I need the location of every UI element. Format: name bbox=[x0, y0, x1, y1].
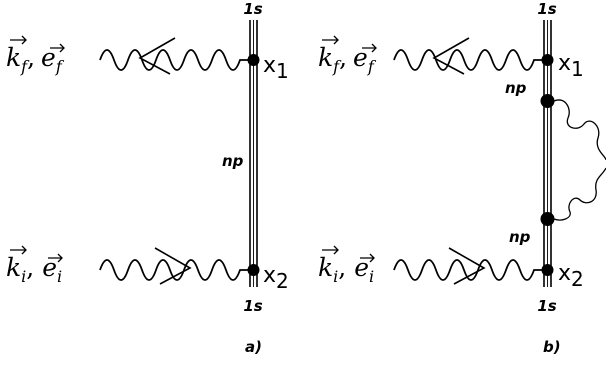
outgoing-photon-arrow-b bbox=[432, 37, 470, 75]
outgoing-photon-arrow bbox=[138, 37, 176, 75]
vertex-x2-dot-a bbox=[247, 264, 260, 276]
incoming-photon-label-b: ki,ei bbox=[318, 253, 374, 286]
outgoing-photon-label-b: kf,ef bbox=[318, 43, 377, 76]
diagram-b: 1s 1s np np x1 x2 kf,ef ki,ei b) bbox=[318, 0, 606, 356]
vector-arrow-ei-b bbox=[360, 253, 375, 263]
diagram-a: 1s 1s np x1 x2 kf,ef ki,ei a) bbox=[6, 0, 289, 356]
vertex-x2-label-b: x2 bbox=[558, 261, 584, 291]
vector-arrow-ef-b bbox=[362, 43, 377, 53]
incoming-photon-arrow bbox=[154, 247, 192, 285]
self-energy-vertex-upper bbox=[540, 94, 555, 108]
intermediate-state-label-upper-b: np bbox=[505, 79, 527, 97]
caption-a: a) bbox=[245, 338, 262, 356]
top-state-label-a: 1s bbox=[243, 0, 262, 18]
intermediate-state-label-a: np bbox=[222, 152, 244, 170]
vertex-x2-dot-b bbox=[541, 264, 554, 276]
vector-arrow-ki-b bbox=[322, 245, 339, 255]
incoming-photon-arrow-b bbox=[448, 247, 486, 285]
self-energy-vertex-lower bbox=[540, 212, 555, 226]
vector-arrow-ki-a bbox=[10, 245, 27, 255]
vertex-x2-label-a: x2 bbox=[263, 263, 289, 293]
top-state-label-b: 1s bbox=[537, 0, 556, 18]
outgoing-photon-line bbox=[99, 49, 253, 71]
virtual-photon-loop bbox=[553, 99, 606, 221]
vertex-x1-dot-a bbox=[247, 54, 260, 66]
incoming-photon-line-b bbox=[393, 259, 547, 281]
vector-arrow-kf-b bbox=[322, 35, 339, 45]
vector-arrow-kf-a bbox=[10, 35, 27, 45]
vertex-x1-label-b: x1 bbox=[558, 51, 584, 81]
vector-arrow-ef-a bbox=[50, 43, 65, 53]
bottom-state-label-b: 1s bbox=[537, 297, 556, 315]
vertex-x1-label-a: x1 bbox=[263, 53, 289, 83]
incoming-photon-label-a: ki,ei bbox=[6, 253, 62, 286]
outgoing-photon-label-a: kf,ef bbox=[6, 43, 65, 76]
incoming-photon-line bbox=[99, 259, 253, 281]
caption-b: b) bbox=[543, 338, 561, 356]
intermediate-state-label-lower-b: np bbox=[509, 228, 531, 246]
vector-arrow-ei-a bbox=[48, 253, 63, 263]
bottom-state-label-a: 1s bbox=[243, 297, 262, 315]
vertex-x1-dot-b bbox=[541, 54, 554, 66]
outgoing-photon-line-b bbox=[393, 49, 547, 71]
